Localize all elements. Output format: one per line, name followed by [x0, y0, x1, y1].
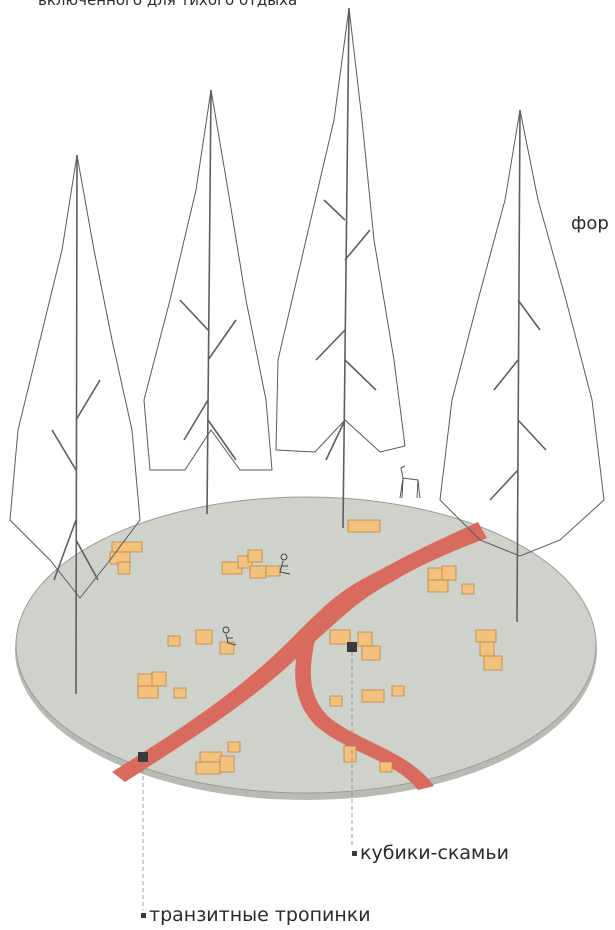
trees — [9, 7, 605, 695]
bench-cluster-3 — [347, 519, 381, 533]
deer-figure — [399, 465, 421, 499]
legend-paths-bullet — [141, 913, 146, 918]
bench-cluster-6 — [167, 629, 235, 655]
tree-2 — [143, 89, 273, 515]
transit-path-branch — [295, 640, 434, 790]
tree-1 — [9, 154, 141, 695]
bench-cluster-9 — [329, 685, 405, 707]
side-caption-partial: фор — [571, 213, 609, 234]
tree-3 — [275, 7, 406, 529]
bench-cluster-10 — [195, 741, 241, 775]
legend-benches: кубики-скамьи — [352, 842, 509, 864]
sitting-person-1 — [279, 553, 291, 575]
bench-cluster-7 — [329, 629, 381, 661]
legend-benches-label: кубики-скамьи — [360, 842, 509, 864]
top-caption-partial: включенного для тихого отдыха — [38, 0, 298, 9]
sitting-person-2 — [222, 626, 237, 646]
bench-cluster-8 — [137, 671, 187, 699]
bench-cluster-11 — [343, 745, 393, 773]
bench-cubes — [109, 519, 503, 775]
path-marker — [138, 752, 148, 910]
legend-paths-label: транзитные тропинки — [149, 904, 371, 926]
bench-cluster-4 — [427, 565, 475, 595]
bench-marker — [347, 642, 357, 848]
bench-cluster-5 — [475, 629, 503, 671]
bench-cluster-2 — [221, 549, 281, 579]
bench-cluster-1 — [109, 541, 143, 575]
legend-paths: транзитные тропинки — [141, 904, 371, 926]
tree-4 — [439, 109, 605, 623]
legend-benches-bullet — [352, 851, 357, 856]
